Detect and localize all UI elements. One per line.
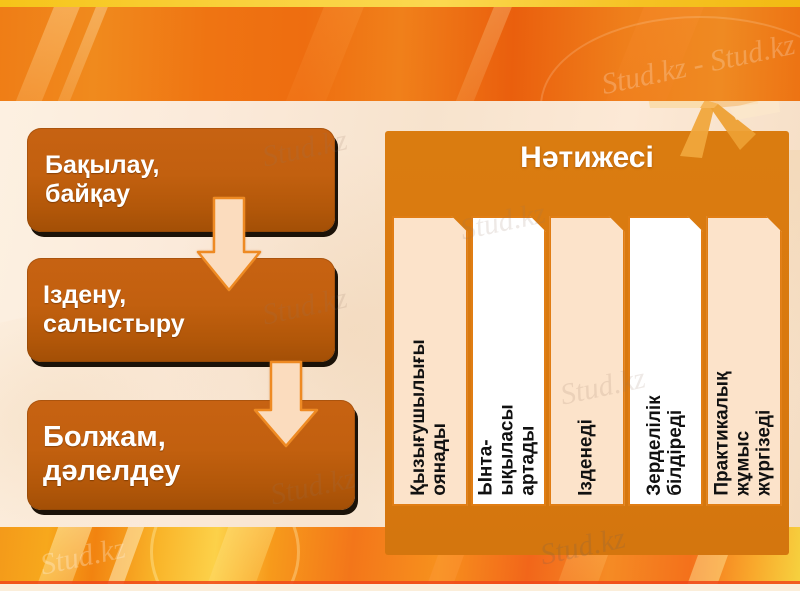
result-card-label: Ынта-ықыласы артады xyxy=(476,404,539,496)
result-card-label: Практикалық жұмыс жүргізеді xyxy=(711,371,775,496)
flow-step-1-label: Бақылау, байқау xyxy=(45,151,160,208)
header-streak xyxy=(429,6,529,101)
result-card[interactable]: Зерделілік білдіреді xyxy=(628,216,704,506)
slide-header xyxy=(0,6,800,101)
results-panel-title: Нәтижесі xyxy=(520,141,654,174)
flow-step-2[interactable]: Іздену, салыстыру xyxy=(27,258,335,362)
arrow-down-icon-1 xyxy=(196,196,262,292)
header-arc-decoration xyxy=(540,16,800,101)
result-card-label: Ізденеді xyxy=(575,419,597,496)
header-streak xyxy=(579,6,721,101)
header-streak xyxy=(0,6,97,101)
results-card-list: Қызығушылығы оянады Ынта-ықыласы артады … xyxy=(392,216,782,506)
header-streak xyxy=(31,6,125,101)
flow-step-1[interactable]: Бақылау, байқау xyxy=(27,128,335,232)
result-card[interactable]: Қызығушылығы оянады xyxy=(392,216,468,506)
header-streak xyxy=(259,6,381,101)
results-panel: Нәтижесі Қызығушылығы оянады Ынта-ықылас… xyxy=(385,131,789,555)
result-card[interactable]: Ынта-ықыласы артады xyxy=(471,216,547,506)
result-card[interactable]: Ізденеді xyxy=(549,216,625,506)
arrow-down-icon-2 xyxy=(253,360,319,448)
result-card-label: Зерделілік білдіреді xyxy=(643,395,686,496)
flow-step-3-label: Болжам, дәлелдеу xyxy=(43,421,181,487)
bottom-footer-strip xyxy=(0,584,800,591)
top-yellow-strip xyxy=(0,0,800,7)
bottom-red-rule xyxy=(0,581,800,584)
result-card[interactable]: Практикалық жұмыс жүргізеді xyxy=(706,216,782,506)
bottom-ring-decoration xyxy=(150,527,300,591)
result-card-label: Қызығушылығы оянады xyxy=(407,339,450,496)
flow-step-2-label: Іздену, салыстыру xyxy=(43,281,185,338)
